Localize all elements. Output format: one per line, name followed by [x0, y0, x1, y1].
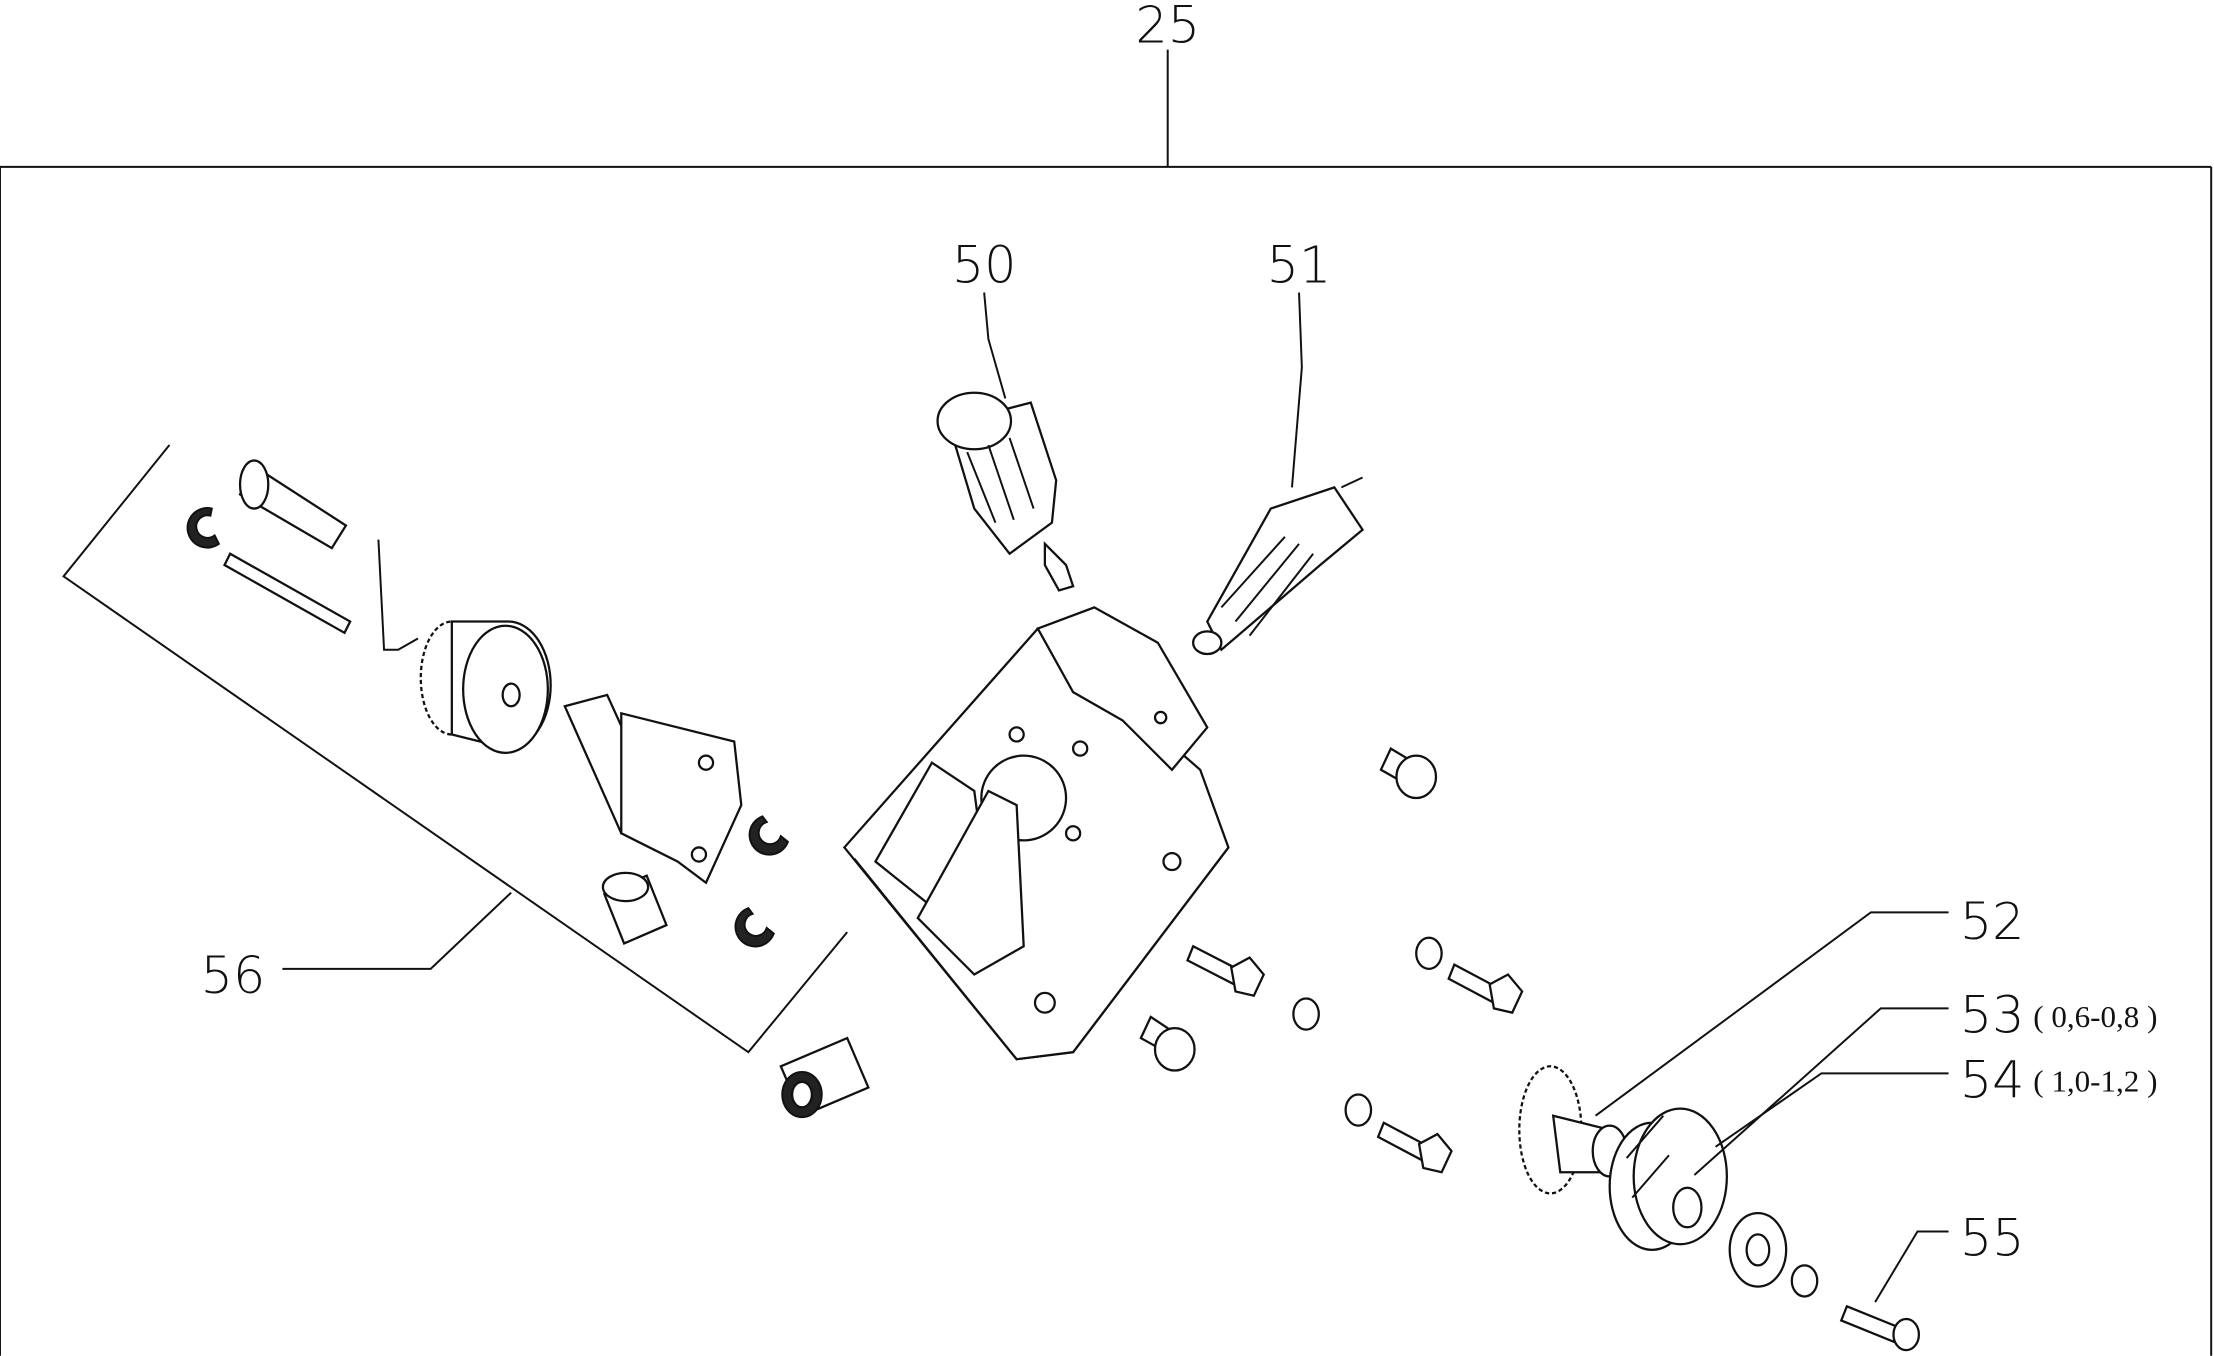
- part-drive-roller-gear: [419, 620, 552, 754]
- callout-56: 56: [201, 946, 266, 1005]
- part-pressure-arm: [563, 693, 743, 885]
- callout-52: 52: [1960, 892, 2025, 951]
- subassembly-56-bracket: [62, 444, 848, 1054]
- assembly-label: 25: [1135, 0, 1200, 55]
- part-pin-headed: [238, 459, 348, 550]
- callout-50: 50: [952, 236, 1017, 295]
- callout-51: 51: [1267, 236, 1332, 295]
- part-guide-sleeve: [779, 1036, 870, 1119]
- part-feed-roller: [1608, 1107, 1728, 1251]
- part-screw-slotted: [1379, 746, 1438, 800]
- callout-55: 55: [1960, 1209, 2025, 1268]
- part-feed-shaft: [1192, 476, 1365, 656]
- part-spring: [377, 539, 419, 651]
- part-hex-bolt: [1186, 944, 1266, 998]
- part-tension-knob: [936, 391, 1075, 592]
- part-screw-slotted: [1139, 1015, 1196, 1072]
- part-roller-washers: [1728, 1212, 1819, 1298]
- part-washers: [1292, 936, 1443, 1127]
- part-circlips-pair: [734, 815, 790, 948]
- part-bushing: [601, 871, 668, 945]
- callout-54: 54: [1960, 1050, 2025, 1109]
- part-hex-bolt: [1447, 963, 1524, 1014]
- part-feeder-plate: [842, 606, 1230, 1061]
- callout-53-note: ( 0,6-0,8 ): [2033, 999, 2157, 1034]
- leader-lines: [282, 292, 1949, 1303]
- part-pin: [223, 552, 352, 635]
- callout-54-note: ( 1,0-1,2 ): [2033, 1064, 2157, 1099]
- callout-53: 53: [1960, 985, 2025, 1044]
- assembly-frame: [0, 49, 2213, 1356]
- part-circlip: [186, 507, 221, 549]
- part-screw-55: [1839, 1304, 1921, 1352]
- part-hex-bolt: [1376, 1121, 1453, 1174]
